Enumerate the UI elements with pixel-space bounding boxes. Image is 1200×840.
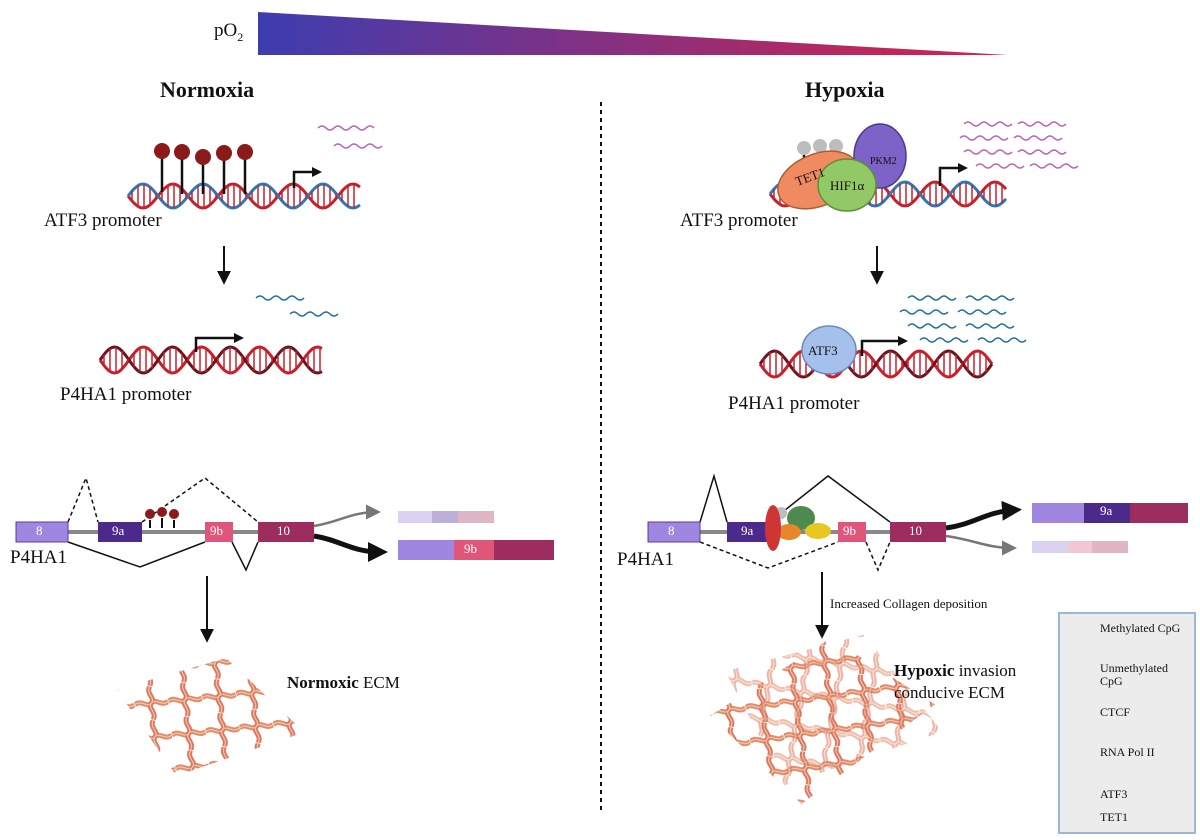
- right-exon-10: [890, 522, 946, 542]
- hypoxia-heading: Hypoxia: [805, 77, 885, 102]
- po2-gradient-wedge: [258, 12, 1008, 55]
- left-p4ha1-tss-arrow: [194, 333, 244, 352]
- legend-methylated-label: Methylated CpG: [1100, 621, 1181, 635]
- atf3-protein-icon: [801, 325, 857, 375]
- left-p4ha1-mrna: [255, 295, 339, 317]
- left-normoxic-ecm: [116, 658, 305, 776]
- left-minor-isoform-arrow: [313, 504, 381, 528]
- left-ecm-label: Normoxic ECM: [287, 673, 400, 692]
- left-exon-9a-label: 9a: [112, 523, 125, 538]
- collagen-note: Increased Collagen deposition: [830, 596, 988, 611]
- right-p4ha1-gene-label: P4HA1: [617, 549, 675, 570]
- right-atf3-mrna: [959, 121, 1079, 169]
- left-atf3-tss-arrow: [292, 167, 322, 188]
- left-p4ha1-dna: [98, 345, 323, 375]
- legend-rna-pol-label: RNA Pol II: [1100, 745, 1155, 759]
- right-exon-8: [647, 521, 701, 543]
- right-minor-isoform: [1032, 541, 1128, 553]
- right-exon-10-label: 10: [909, 523, 922, 538]
- right-atf3-promoter-label: ATF3 promoter: [680, 210, 798, 231]
- left-p4ha1-promoter-label: P4HA1 promoter: [60, 384, 192, 405]
- atf3-protein-label: ATF3: [808, 343, 838, 358]
- pkm2-label: PKM2: [870, 156, 897, 167]
- right-p4ha1-tss-arrow: [860, 336, 908, 356]
- right-exon-9a: [727, 522, 771, 542]
- legend-ctcf-label: CTCF: [1100, 705, 1131, 719]
- left-major-isoform: [398, 540, 554, 560]
- right-intron-factors: [765, 505, 831, 551]
- right-exon-9b: [838, 522, 866, 542]
- left-exon-8-label: 8: [36, 523, 43, 538]
- left-atf3-mrna: [317, 125, 383, 149]
- right-exon-9b-label: 9b: [843, 523, 856, 538]
- left-exon-9a: [98, 522, 142, 542]
- right-product-exon-label: 9a: [1100, 503, 1113, 518]
- right-major-isoform: [1032, 503, 1188, 523]
- left-exon-8: [15, 521, 69, 543]
- right-hypoxic-ecm: [710, 634, 943, 804]
- right-minor-isoform-arrow: [945, 534, 1017, 556]
- right-atf3-tss-arrow: [938, 163, 968, 186]
- right-exon-9a-label: 9a: [741, 523, 754, 538]
- left-exon-10: [258, 522, 314, 542]
- left-minor-isoform: [398, 511, 494, 523]
- normoxia-heading: Normoxia: [160, 77, 255, 102]
- right-exon-8-label: 8: [668, 523, 675, 538]
- right-p4ha1-dna: [758, 349, 994, 379]
- po2-label: pO2: [214, 20, 244, 44]
- right-p4ha1-promoter-label: P4HA1 promoter: [728, 393, 860, 414]
- legend-atf3-label: ATF3: [1100, 787, 1128, 801]
- left-major-isoform-arrow: [313, 533, 388, 562]
- left-exon-10-label: 10: [277, 523, 290, 538]
- methylated-cpg-cluster: [154, 143, 253, 194]
- left-product-exon-label: 9b: [464, 541, 477, 556]
- left-exon-9b: [205, 522, 233, 542]
- right-major-isoform-arrow: [945, 500, 1022, 531]
- legend-box: Methylated CpG Unmethylated CpG CTCF RNA…: [1058, 612, 1196, 834]
- legend-tet1-label: TET1: [1100, 810, 1128, 824]
- left-p4ha1-gene-label: P4HA1: [10, 547, 68, 568]
- hif1a-protein-icon: [817, 158, 877, 212]
- left-atf3-promoter-label: ATF3 promoter: [44, 210, 162, 231]
- legend-unmethylated-label: Unmethylated CpG: [1100, 661, 1168, 688]
- hif1a-label: HIF1α: [830, 178, 865, 193]
- right-p4ha1-mrna: [899, 295, 1027, 343]
- left-exon-9b-label: 9b: [210, 523, 223, 538]
